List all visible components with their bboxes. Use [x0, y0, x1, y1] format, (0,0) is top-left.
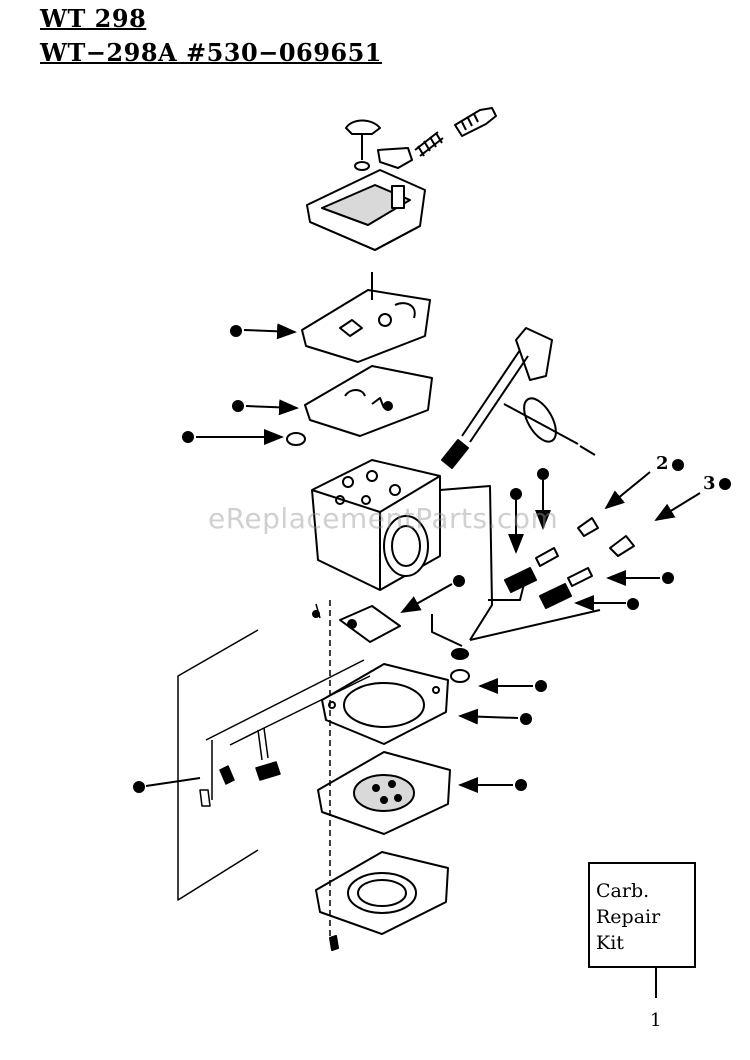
kit-label-line-2: Repair [596, 906, 661, 928]
throttle-shaft-part [441, 327, 596, 469]
model-title: WT 298 [40, 4, 147, 33]
assembly-guide-lines [177, 600, 371, 940]
kit-bullets [133, 325, 731, 793]
inlet-needle-part [286, 432, 306, 446]
metering-diaphragm-gasket [301, 272, 431, 363]
fuel-pump-diaphragm-part [321, 663, 449, 745]
watermark-text: eReplacementParts.com [208, 502, 559, 535]
pump-body-part [317, 751, 451, 835]
metering-diaphragm [304, 365, 433, 437]
kit-label-line-3: Kit [596, 932, 624, 954]
pump-cover-part [306, 107, 497, 251]
pump-cover-bottom-part [315, 851, 449, 951]
carburetor-body-part [311, 459, 493, 641]
callout-number-2: 2 [656, 453, 669, 474]
kit-ref-number: 1 [650, 1010, 662, 1031]
mixture-needles-part [469, 517, 635, 641]
callout-number-3: 3 [703, 473, 716, 494]
kit-label-line-1: Carb. [596, 880, 650, 902]
model-part-number: WT−298A #530−069651 [40, 38, 383, 67]
kit-callouts [145, 323, 701, 793]
carb-repair-kit-box[interactable] [588, 862, 696, 968]
pump-gasket-part [339, 605, 470, 683]
